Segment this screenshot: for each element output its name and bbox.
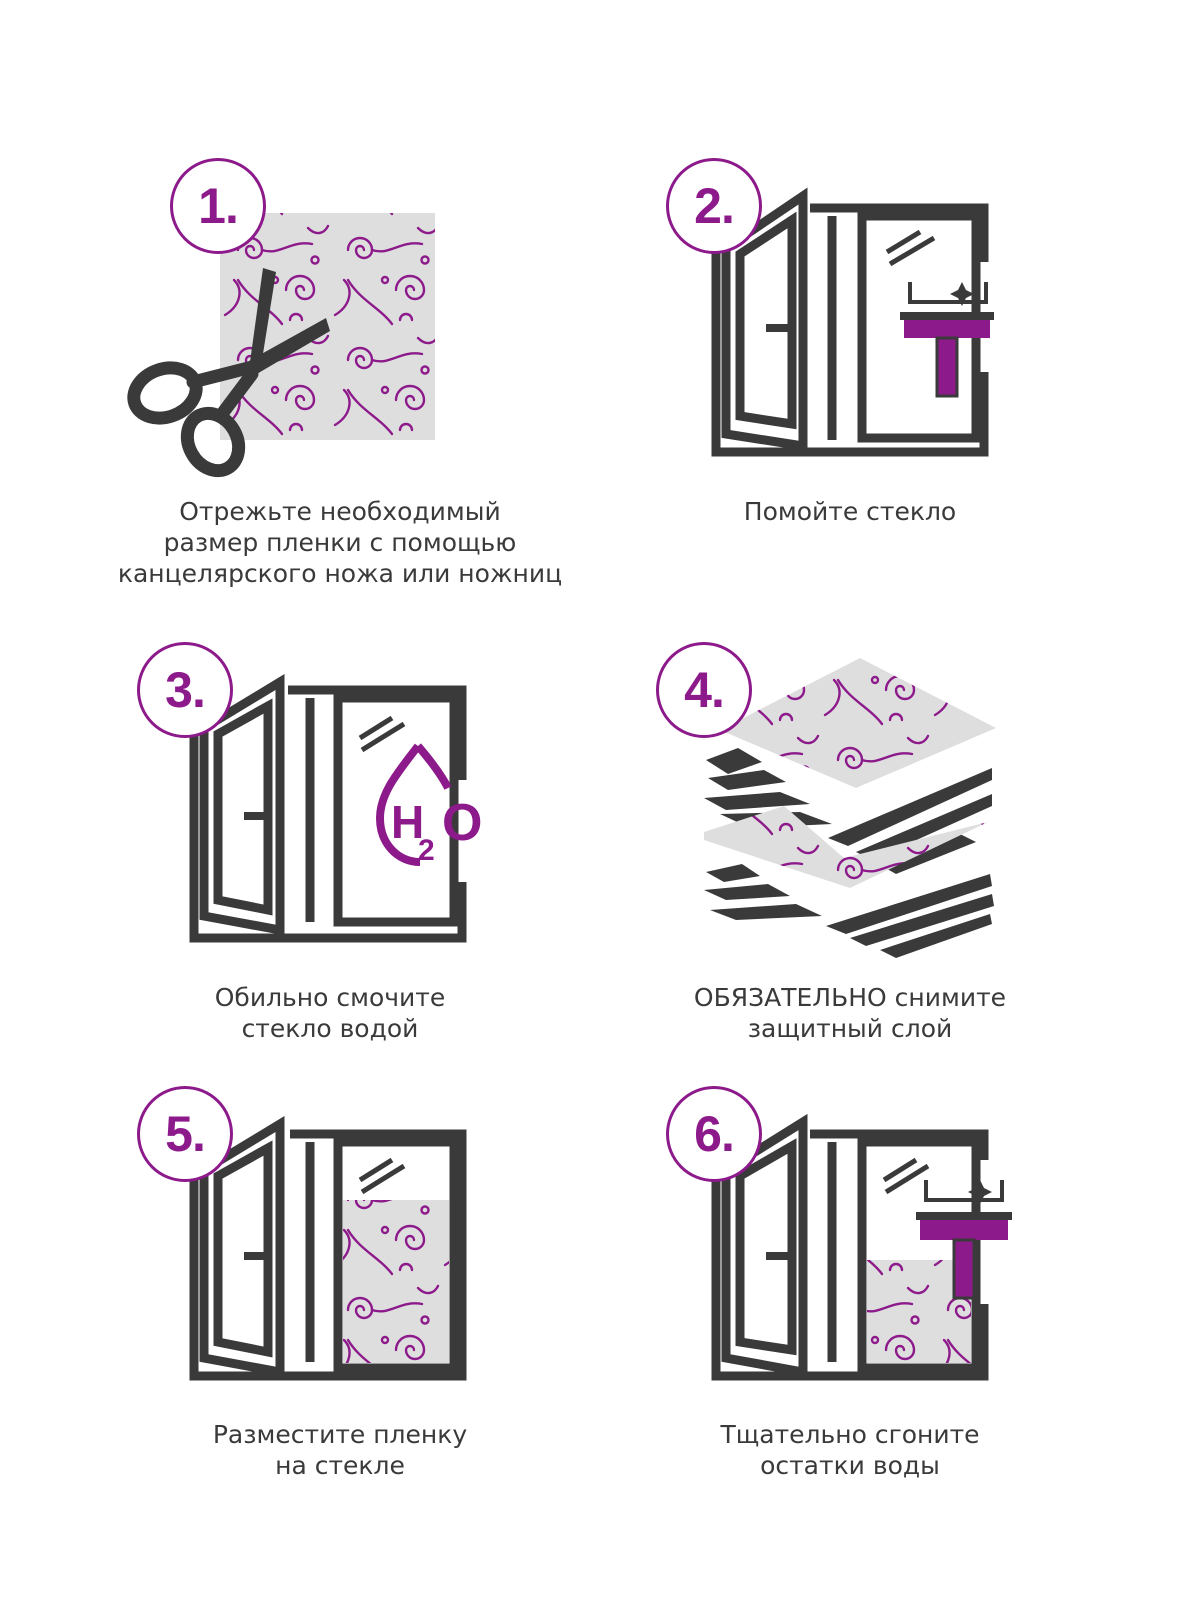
scissors-film-icon bbox=[127, 213, 435, 478]
caption-line: на стекле bbox=[275, 1451, 405, 1480]
step-caption: Обильно смочите стекло водой bbox=[140, 982, 520, 1044]
caption-line: ОБЯЗАТЕЛЬНО снимите bbox=[693, 983, 1007, 1012]
h2o-subscript: 2 bbox=[418, 834, 435, 867]
step-4: 4. ОБЯЗАТЕЛЬНО снимите защитный слой bbox=[600, 620, 1200, 1060]
step-caption: Отрежьте необходимый размер пленки с пом… bbox=[100, 496, 580, 589]
step-number-badge: 2. bbox=[666, 158, 762, 254]
step-2: 2. Помойте стекло bbox=[600, 0, 1200, 620]
step-number-badge: 1. bbox=[170, 158, 266, 254]
window-squeegee-icon bbox=[711, 187, 994, 457]
caption-line: Отрежьте необходимый bbox=[179, 497, 501, 526]
step-caption: ОБЯЗАТЕЛЬНО снимите защитный слой bbox=[640, 982, 1060, 1044]
step-5: 5. Разместите пленку на стекле bbox=[0, 1060, 600, 1599]
caption-line: стекло водой bbox=[241, 1014, 419, 1043]
caption-line: Тщательно сгоните bbox=[720, 1420, 980, 1449]
step-3: H 2 O 3. Обильно смочите стекло водой bbox=[0, 620, 600, 1060]
step-number-badge: 6. bbox=[666, 1086, 762, 1182]
step-6: 6. Тщательно сгоните остатки воды bbox=[600, 1060, 1200, 1599]
window-water-drop-icon: H 2 O bbox=[189, 674, 482, 943]
peel-layers-icon bbox=[704, 658, 996, 958]
caption-line: канцелярского ножа или ножниц bbox=[117, 559, 563, 588]
step-caption: Помойте стекло bbox=[600, 496, 1100, 527]
step-caption: Разместите пленку на стекле bbox=[150, 1419, 530, 1481]
step-number-badge: 4. bbox=[656, 642, 752, 738]
caption-line: остатки воды bbox=[760, 1451, 940, 1480]
step-1: 1. Отрежьте необходимый размер пленки с … bbox=[0, 0, 600, 620]
step-caption: Тщательно сгоните остатки воды bbox=[660, 1419, 1040, 1481]
step-number-badge: 3. bbox=[137, 642, 233, 738]
caption-line: Обильно смочите bbox=[214, 983, 446, 1012]
h2o-h: H bbox=[391, 796, 424, 848]
caption-line: Разместите пленку bbox=[212, 1420, 468, 1449]
caption-line: Помойте стекло bbox=[743, 497, 957, 526]
caption-line: размер пленки с помощью bbox=[163, 528, 517, 557]
window-film-placed-icon bbox=[189, 1116, 467, 1381]
caption-line: защитный слой bbox=[747, 1014, 953, 1043]
step-number-badge: 5. bbox=[137, 1086, 233, 1182]
h2o-o: O bbox=[442, 794, 482, 852]
window-film-squeegee-icon bbox=[711, 1113, 1012, 1381]
